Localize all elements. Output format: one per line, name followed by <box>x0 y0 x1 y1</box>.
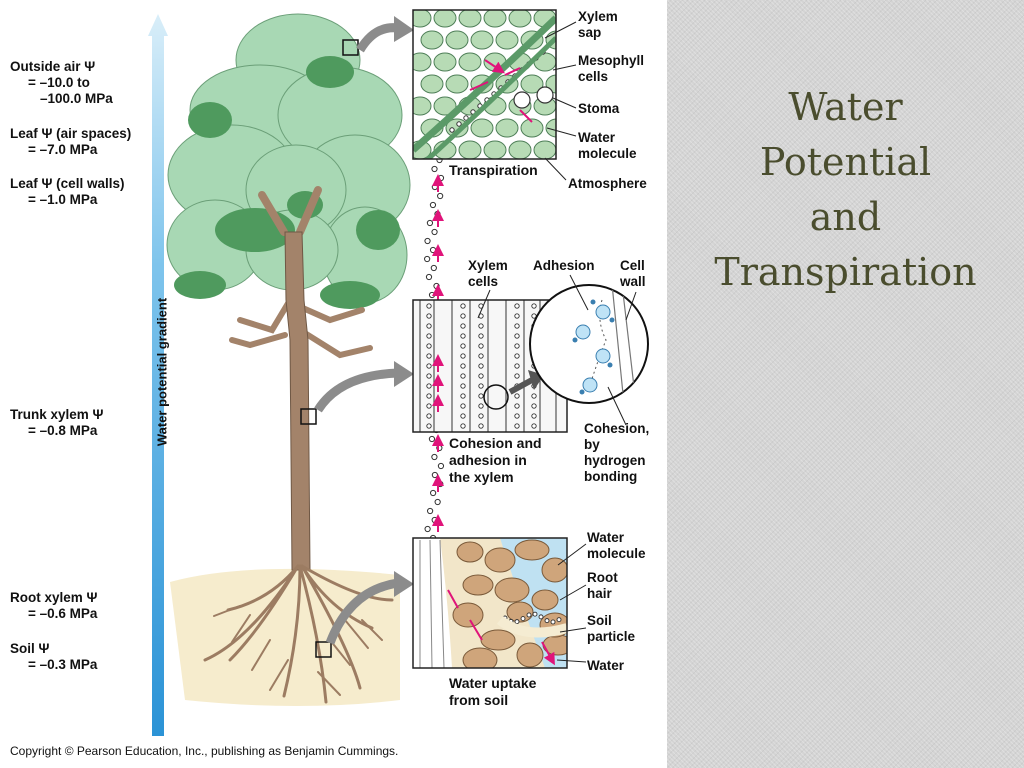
label-water-molecule-bottom: Water molecule <box>587 530 646 561</box>
label-water: Water <box>587 658 625 673</box>
psi-outside-air: Outside air Ψ = –10.0 to –100.0 MPa <box>10 59 113 106</box>
caption-transpiration: Transpiration <box>449 162 538 178</box>
caption-water-uptake: Water uptake from soil <box>449 675 537 708</box>
psi-leaf-air-spaces: Leaf Ψ (air spaces) = –7.0 MPa <box>10 126 132 157</box>
label-atmosphere: Atmosphere <box>568 176 647 191</box>
label-water-molecule-top: Water molecule <box>578 130 637 161</box>
water-transport-diagram <box>148 9 649 736</box>
label-leader-lines <box>477 21 637 663</box>
label-xylem-cells: Xylem cells <box>468 258 508 289</box>
soil-ground <box>170 568 400 706</box>
transpiration-inset <box>412 9 557 160</box>
psi-root-xylem: Root xylem Ψ = –0.6 MPa <box>10 590 98 621</box>
gradient-axis-label: Water potential gradient <box>154 297 170 447</box>
tree-trunk <box>203 186 394 704</box>
gradient-arrow <box>148 14 168 736</box>
figure-area: Water potential gradient Outside air Ψ =… <box>10 9 650 758</box>
caption-cohesion-adhesion: Cohesion and adhesion in the xylem <box>449 435 542 485</box>
psi-leaf-cell-walls: Leaf Ψ (cell walls) = –1.0 MPa <box>10 176 125 207</box>
label-adhesion: Adhesion <box>533 258 595 273</box>
label-stoma: Stoma <box>578 101 620 116</box>
label-cohesion-hydrogen: Cohesion, by hydrogen bonding <box>584 421 650 484</box>
label-mesophyll-cells: Mesophyll cells <box>578 53 645 84</box>
label-cell-wall: Cell wall <box>620 258 646 289</box>
label-soil-particle: Soil particle <box>587 613 636 644</box>
title-panel: Water Potential and Transpiration <box>667 0 1024 768</box>
label-xylem-sap: Xylem sap <box>578 9 618 40</box>
trunk-locator-box <box>300 408 317 425</box>
water-uptake-inset <box>412 537 568 669</box>
connector-arrows <box>314 16 414 645</box>
psi-soil: Soil Ψ = –0.3 MPa <box>10 641 98 672</box>
copyright-notice: Copyright © Pearson Education, Inc., pub… <box>10 744 399 758</box>
psi-trunk-xylem: Trunk xylem Ψ = –0.8 MPa <box>10 407 104 438</box>
xylem-cohesion-inset <box>412 284 649 433</box>
label-root-hair: Root hair <box>587 570 618 601</box>
slide-title: Water Potential and Transpiration <box>714 85 977 294</box>
root-locator-box <box>315 641 332 658</box>
